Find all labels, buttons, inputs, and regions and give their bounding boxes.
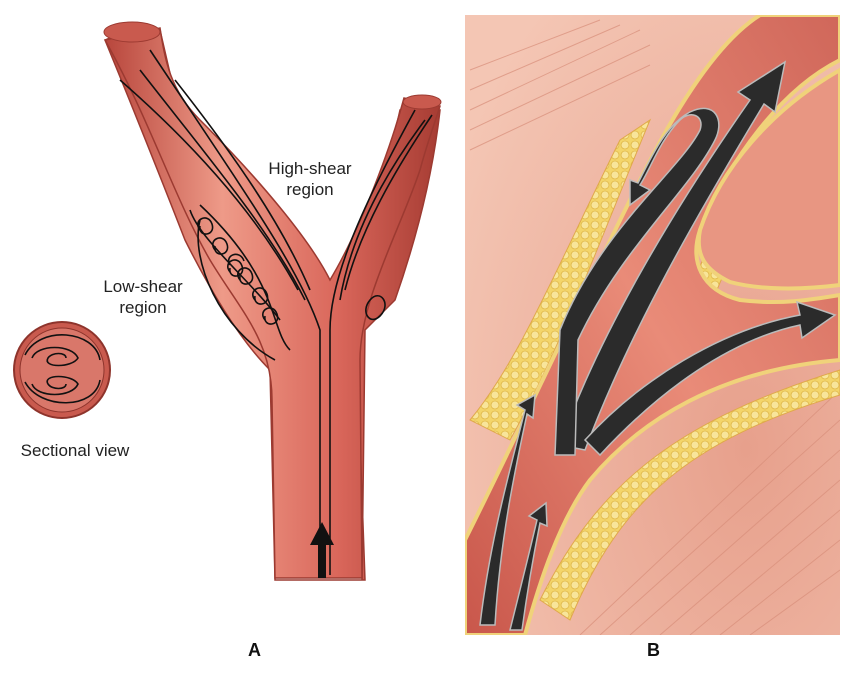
sectional-view-diagram [14,322,110,418]
high-shear-line1: High-shear [255,158,365,179]
panel-b-letter: B [647,640,660,661]
low-shear-label: Low-shear region [88,276,198,318]
panel-b-illustration [465,15,840,635]
panel-a-letter: A [248,640,261,661]
low-shear-line2: region [88,297,198,318]
vessel-end-right [403,95,441,109]
low-shear-line1: Low-shear [88,276,198,297]
sectional-view-label: Sectional view [0,440,150,461]
high-shear-line2: region [255,179,365,200]
high-shear-label: High-shear region [255,158,365,200]
vessel-end-left [104,22,160,42]
